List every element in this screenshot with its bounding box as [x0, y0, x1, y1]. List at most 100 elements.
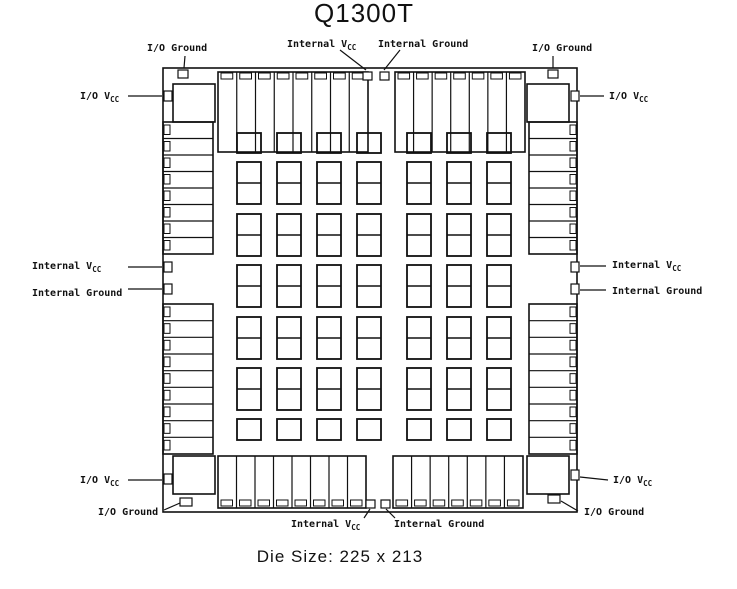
io-pad — [569, 439, 577, 451]
io-pad — [569, 306, 577, 318]
core-cell — [276, 132, 302, 154]
io-pad — [395, 499, 409, 507]
io-pad — [569, 124, 577, 135]
pad-io-ground-bl — [179, 497, 193, 507]
core-cell-array — [236, 132, 512, 441]
io-pad — [295, 72, 309, 80]
pad-internal-ground-top — [379, 71, 390, 81]
pad-io-ground-br — [547, 494, 561, 504]
io-pad — [416, 72, 429, 80]
io-pad — [276, 72, 290, 80]
io-pad — [163, 207, 171, 218]
core-cell — [486, 418, 512, 441]
io-pad — [239, 72, 252, 80]
io-pad — [163, 141, 171, 152]
io-pad — [508, 72, 522, 80]
io-pad — [397, 72, 411, 80]
io-pad — [351, 72, 365, 80]
io-pad — [163, 423, 171, 434]
io-pad — [569, 174, 577, 185]
io-pad — [163, 306, 171, 318]
core-cell — [236, 418, 262, 441]
label-internal-ground-top: Internal Ground — [378, 39, 468, 50]
label-internal-vcc-left: Internal VCC — [32, 261, 101, 274]
pad-internal-ground-bottom — [380, 499, 391, 509]
io-pad — [569, 373, 577, 384]
pad-internal-vcc-top — [362, 71, 373, 81]
core-cell — [356, 418, 382, 441]
io-pad — [163, 356, 171, 368]
io-pad — [432, 499, 446, 507]
core-cell — [486, 132, 512, 154]
io-pad — [350, 499, 363, 507]
io-pad — [469, 499, 483, 507]
io-pad — [163, 157, 171, 168]
label-internal-vcc-bottom: Internal VCC — [291, 519, 360, 532]
io-pad — [569, 207, 577, 218]
io-pad — [163, 223, 171, 234]
io-pad — [313, 499, 326, 507]
io-pad — [239, 499, 252, 507]
io-pad — [488, 499, 501, 507]
io-pad — [163, 323, 171, 334]
label-io-ground-br: I/O Ground — [584, 507, 644, 518]
io-pad — [163, 439, 171, 451]
pad-internal-vcc-bottom — [365, 499, 376, 509]
io-pad — [276, 499, 289, 507]
core-cell — [406, 418, 432, 441]
pad-internal-ground-right — [570, 283, 580, 295]
io-pad — [163, 190, 171, 201]
io-pad — [331, 499, 344, 507]
io-pad — [569, 223, 577, 234]
io-pad — [414, 499, 427, 507]
io-pad — [569, 240, 577, 251]
leader-lines — [128, 49, 609, 519]
io-pad — [569, 323, 577, 334]
io-pad — [569, 157, 577, 168]
label-internal-vcc-top: Internal VCC — [287, 39, 356, 52]
label-internal-ground-bottom: Internal Ground — [394, 519, 484, 530]
io-pad — [333, 72, 346, 80]
label-internal-ground-left: Internal Ground — [32, 288, 122, 299]
die-size-caption: Die Size: 225 x 213 — [257, 547, 423, 566]
core-cell — [406, 132, 432, 154]
label-io-ground-bl: I/O Ground — [98, 507, 158, 518]
core-cell — [446, 132, 472, 154]
corner-block-br — [526, 455, 570, 495]
io-pad — [434, 72, 448, 80]
io-pad — [490, 72, 503, 80]
corner-block-tr — [526, 83, 570, 123]
pad-internal-vcc-right — [570, 261, 580, 273]
bottom-right-pad-strip — [392, 455, 524, 509]
io-pad — [569, 141, 577, 152]
io-pad — [569, 406, 577, 418]
label-io-ground-tl: I/O Ground — [147, 43, 207, 54]
io-pad — [220, 499, 233, 507]
io-pad — [258, 72, 271, 80]
io-pad — [163, 373, 171, 384]
die-outline — [162, 67, 578, 513]
core-cell — [446, 418, 472, 441]
label-io-vcc-tr: I/O VCC — [609, 91, 648, 104]
label-io-vcc-br: I/O VCC — [613, 475, 652, 488]
io-pad — [314, 72, 327, 80]
left-lower-pad-strip — [162, 303, 214, 455]
io-pad — [163, 124, 171, 135]
io-pad — [506, 499, 520, 507]
right-upper-pad-strip — [528, 121, 578, 255]
label-internal-vcc-right: Internal VCC — [612, 260, 681, 273]
corner-block-tl — [172, 83, 216, 123]
io-pad — [163, 240, 171, 251]
bottom-left-pad-strip — [217, 455, 367, 509]
core-cell — [316, 418, 342, 441]
io-pad — [569, 339, 577, 351]
io-pad — [569, 190, 577, 201]
pad-io-ground-tr — [547, 69, 559, 79]
pad-io-ground-tl — [177, 69, 189, 79]
io-pad — [257, 499, 270, 507]
core-cell — [276, 418, 302, 441]
io-pad — [569, 423, 577, 434]
core-cell — [236, 132, 262, 154]
io-pad — [163, 174, 171, 185]
